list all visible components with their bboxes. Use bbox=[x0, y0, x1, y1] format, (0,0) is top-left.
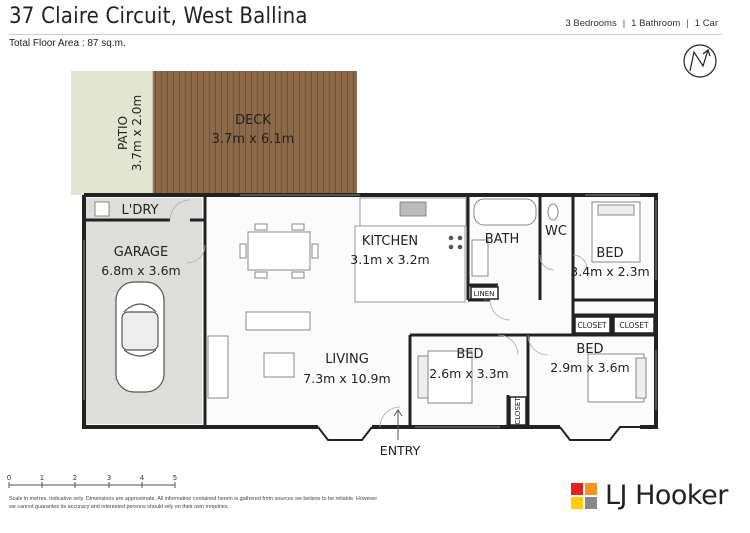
scale-tick: 0 bbox=[7, 474, 11, 482]
car-icon bbox=[115, 281, 165, 393]
scale-bar: 0 1 2 3 4 5 bbox=[7, 474, 177, 488]
windows bbox=[83, 194, 657, 428]
kitchen-bench bbox=[354, 197, 467, 303]
patio-label: PATIO bbox=[116, 116, 130, 150]
property-address: 37 Claire Circuit, West Ballina bbox=[9, 4, 308, 29]
garage-size: 6.8m x 3.6m bbox=[101, 263, 180, 278]
brand-name: LJ Hooker bbox=[605, 480, 728, 511]
sink-icon bbox=[399, 201, 427, 217]
living-label: LIVING bbox=[325, 352, 369, 367]
scale-tick: 2 bbox=[73, 474, 77, 482]
deck-area bbox=[153, 71, 357, 195]
scale-tick: 5 bbox=[173, 474, 177, 482]
bath-label: BATH bbox=[485, 232, 520, 247]
bay-windows bbox=[317, 426, 640, 441]
bed2-label: BED bbox=[456, 347, 483, 362]
linen-cupboard bbox=[470, 286, 499, 300]
bed2-size: 2.6m x 3.3m bbox=[429, 366, 508, 381]
lounge-furniture bbox=[207, 311, 311, 399]
kitchen-label: KITCHEN bbox=[362, 234, 418, 249]
lj-hooker-logo-icon bbox=[571, 482, 597, 509]
spec-bathrooms: 1 Bathroom bbox=[631, 18, 681, 29]
bed1-label: BED bbox=[596, 246, 623, 261]
spec-bedrooms: 3 Bedrooms bbox=[565, 18, 617, 29]
total-floor-area: Total Floor Area : 87 sq.m. bbox=[9, 38, 126, 49]
dining-table bbox=[239, 223, 319, 279]
brand-logo: LJ Hooker bbox=[571, 480, 728, 511]
deck-label: DECK bbox=[235, 113, 271, 128]
interior-walls bbox=[84, 195, 656, 427]
garage-label: GARAGE bbox=[114, 245, 168, 260]
north-arrow-icon bbox=[683, 44, 717, 78]
bed-furniture bbox=[417, 201, 647, 404]
laundry-label: L'DRY bbox=[122, 203, 159, 218]
entry-arrow-icon bbox=[393, 409, 403, 440]
living-size: 7.3m x 10.9m bbox=[303, 371, 390, 386]
spec-separator: | bbox=[622, 18, 626, 29]
entry-label: ENTRY bbox=[380, 443, 421, 458]
spec-car: 1 Car bbox=[694, 18, 718, 29]
wc-label: WC bbox=[545, 224, 567, 239]
property-specs: 3 Bedrooms | 1 Bathroom | 1 Car bbox=[565, 18, 718, 29]
spec-separator: | bbox=[686, 18, 689, 29]
patio-area bbox=[71, 71, 153, 195]
closet-cupboard bbox=[574, 316, 611, 334]
bed3-label: BED bbox=[576, 342, 603, 357]
header-divider bbox=[9, 34, 722, 35]
closet2-label: CLOSET bbox=[619, 321, 649, 330]
kitchen-size: 3.1m x 3.2m bbox=[350, 252, 429, 267]
closet3-label: CLOSET bbox=[514, 397, 522, 425]
patio-size: 3.7m x 2.0m bbox=[130, 95, 144, 171]
deck-size: 3.7m x 6.1m bbox=[212, 132, 295, 147]
cooktop-icon bbox=[448, 235, 463, 250]
laundry-tub-icon bbox=[94, 201, 110, 217]
bath-fixtures bbox=[471, 198, 559, 277]
bed3-size: 2.9m x 3.6m bbox=[550, 360, 629, 375]
scale-tick: 4 bbox=[140, 474, 145, 482]
scale-tick: 3 bbox=[107, 474, 111, 482]
linen-label: LINEN bbox=[474, 290, 495, 298]
disclaimer-text: Scale in metres. Indicative only. Dimens… bbox=[9, 496, 378, 510]
closet1-label: CLOSET bbox=[577, 321, 607, 330]
scale-tick: 1 bbox=[40, 474, 44, 482]
bed1-size: 3.4m x 2.3m bbox=[570, 264, 649, 279]
closet-cupboard bbox=[613, 316, 655, 334]
closet-cupboard bbox=[509, 396, 527, 426]
